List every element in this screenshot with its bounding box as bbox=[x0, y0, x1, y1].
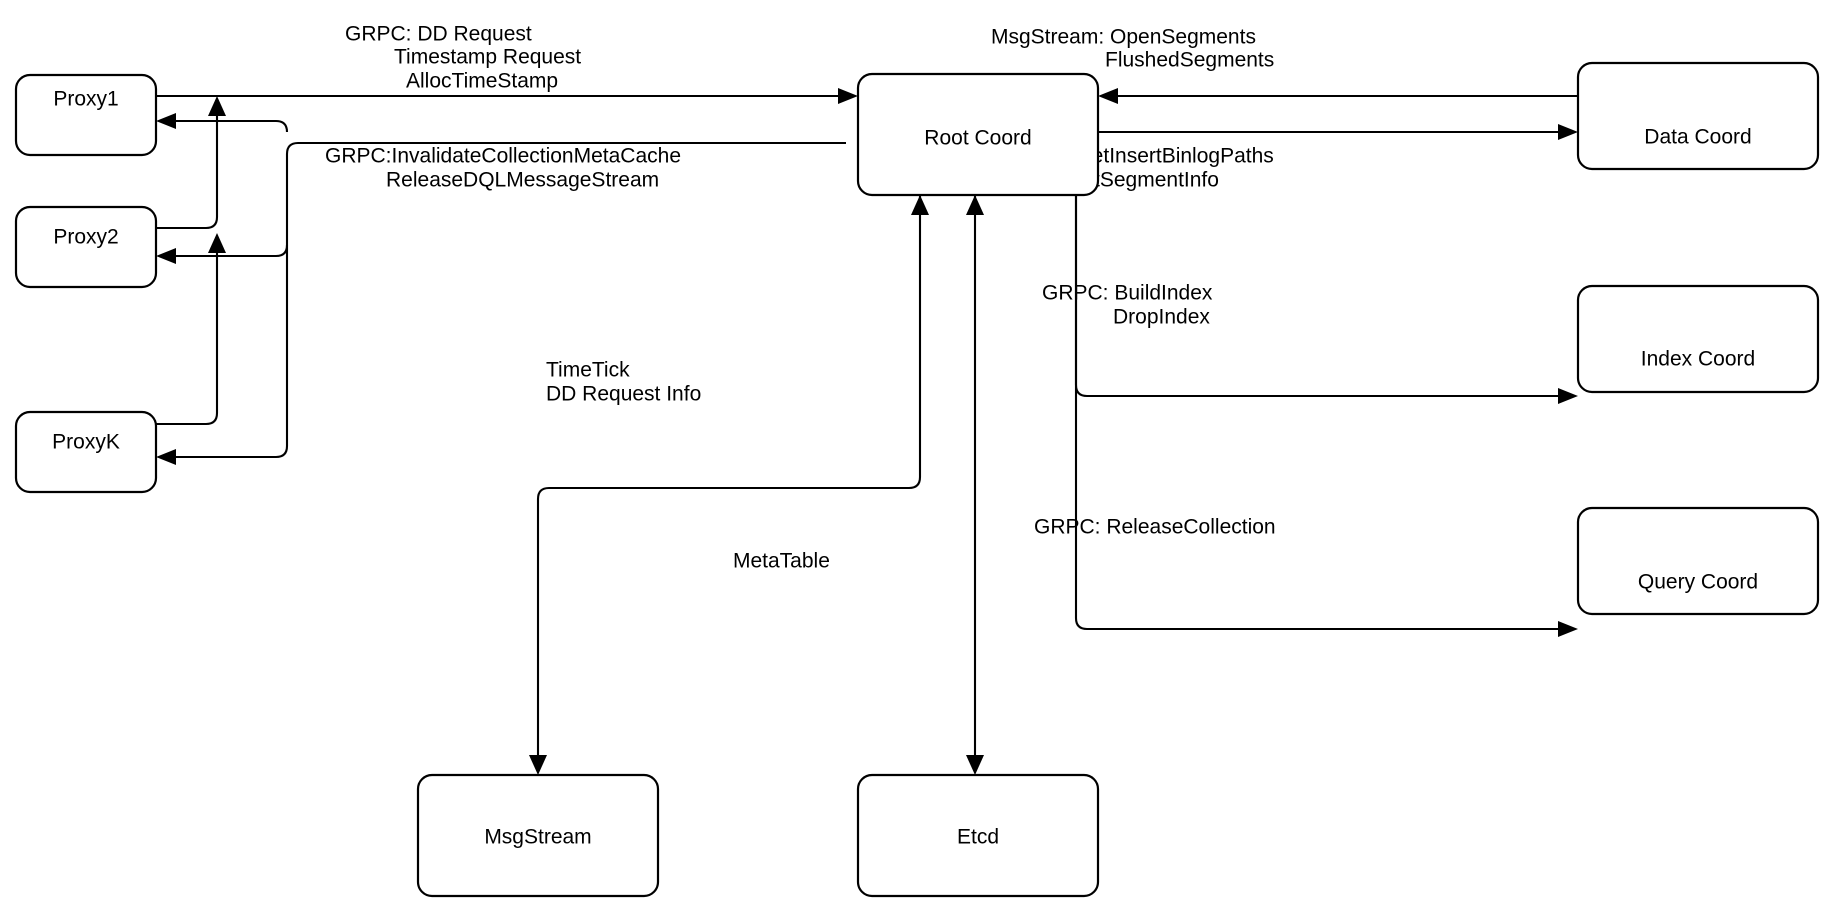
edge-label-proxy-to-rootcoord-line1: GRPC: DD Request bbox=[345, 23, 532, 46]
node-index-coord[interactable]: Index Coord bbox=[1576, 284, 1820, 394]
node-root-coord[interactable]: Root Coord bbox=[856, 72, 1100, 197]
node-msgstream-box[interactable] bbox=[416, 773, 660, 898]
node-proxyk-box[interactable] bbox=[14, 410, 158, 494]
edge-label-datacoord-to-rootcoord-line1: MsgStream: OpenSegments bbox=[991, 26, 1256, 49]
arrowhead-etcd-to-rootcoord-up bbox=[966, 195, 984, 215]
node-proxy1-label: Proxy1 bbox=[53, 88, 118, 111]
edge-label-rootcoord-to-msgstream-line1: TimeTick bbox=[546, 359, 630, 382]
node-proxy1-box[interactable] bbox=[14, 73, 158, 157]
node-index-coord-label: Index Coord bbox=[1641, 348, 1755, 371]
node-query-coord[interactable]: Query Coord bbox=[1576, 506, 1820, 616]
node-proxy1[interactable]: Proxy1 bbox=[14, 73, 158, 157]
edge-label-rootcoord-to-msgstream-line2: DD Request Info bbox=[546, 383, 701, 406]
node-etcd[interactable]: Etcd bbox=[856, 773, 1100, 898]
edge-label-proxy-to-rootcoord-line2: Timestamp Request bbox=[394, 46, 581, 69]
arrowhead-rootcoord-to-proxyk bbox=[156, 449, 176, 465]
edge-rootcoord-to-proxy1-branch bbox=[170, 119, 289, 133]
node-data-coord-box[interactable] bbox=[1576, 61, 1820, 171]
edge-label-rootcoord-to-datacoord-line2: GetSegmentInfo bbox=[1066, 169, 1219, 192]
node-root-coord-box[interactable] bbox=[856, 72, 1100, 197]
edge-label-datacoord-to-rootcoord-line2: FlushedSegments bbox=[1105, 49, 1274, 72]
arrowhead-msgstream-to-rootcoord bbox=[911, 195, 929, 215]
node-proxy2[interactable]: Proxy2 bbox=[14, 205, 158, 289]
node-root-coord-label: Root Coord bbox=[924, 127, 1031, 150]
edge-label-rootcoord-to-querycoord-line1: GRPC: ReleaseCollection bbox=[1034, 516, 1276, 539]
node-msgstream-label: MsgStream bbox=[484, 826, 591, 849]
edge-proxy2-to-riser bbox=[156, 110, 219, 230]
arrowhead-rootcoord-to-datacoord bbox=[1558, 124, 1578, 140]
arrowhead-datacoord-to-rootcoord bbox=[1098, 88, 1118, 104]
node-proxy2-label: Proxy2 bbox=[53, 226, 118, 249]
edge-label-rootcoord-to-indexcoord-line1: GRPC: BuildIndex bbox=[1042, 282, 1213, 305]
arrowhead-rootcoord-to-etcd-down bbox=[966, 755, 984, 775]
node-proxy2-box[interactable] bbox=[14, 205, 158, 289]
edge-label-proxy-to-rootcoord-line3: AllocTimeStamp bbox=[406, 70, 558, 93]
arrowhead-rootcoord-to-proxy1 bbox=[156, 113, 176, 129]
arrowhead-proxy2-riser bbox=[208, 96, 226, 116]
edge-label-rootcoord-to-proxy-line1: GRPC:InvalidateCollectionMetaCache bbox=[325, 145, 681, 168]
node-proxyk-label: ProxyK bbox=[52, 431, 120, 454]
node-etcd-box[interactable] bbox=[856, 773, 1100, 898]
node-data-coord[interactable]: Data Coord bbox=[1576, 61, 1820, 171]
arrowhead-proxyk-riser bbox=[208, 233, 226, 253]
edge-label-rootcoord-to-indexcoord-line2: DropIndex bbox=[1113, 306, 1210, 329]
edge-rootcoord-to-proxy2-branch bbox=[170, 244, 289, 258]
node-data-coord-label: Data Coord bbox=[1644, 126, 1751, 149]
edge-proxyk-to-riser bbox=[156, 248, 219, 426]
arrowhead-rootcoord-to-indexcoord bbox=[1558, 388, 1578, 404]
node-proxyk[interactable]: ProxyK bbox=[14, 410, 158, 494]
node-query-coord-label: Query Coord bbox=[1638, 571, 1758, 594]
arrowhead-proxy-to-rootcoord bbox=[838, 88, 858, 104]
arrowhead-rootcoord-to-msgstream bbox=[529, 755, 547, 775]
arrowhead-rootcoord-to-querycoord bbox=[1558, 621, 1578, 637]
node-index-coord-box[interactable] bbox=[1576, 284, 1820, 394]
edge-label-rootcoord-to-etcd-line1: MetaTable bbox=[733, 550, 830, 573]
node-msgstream[interactable]: MsgStream bbox=[416, 773, 660, 898]
edge-rootcoord-to-querycoord bbox=[1074, 195, 1566, 631]
node-query-coord-box[interactable] bbox=[1576, 506, 1820, 616]
edge-rootcoord-to-msgstream bbox=[536, 195, 922, 760]
edge-label-rootcoord-to-proxy-line2: ReleaseDQLMessageStream bbox=[386, 169, 659, 192]
arrowhead-rootcoord-to-proxy2 bbox=[156, 248, 176, 264]
edge-rootcoord-to-proxies-trunk bbox=[170, 141, 846, 459]
node-etcd-label: Etcd bbox=[957, 826, 999, 849]
